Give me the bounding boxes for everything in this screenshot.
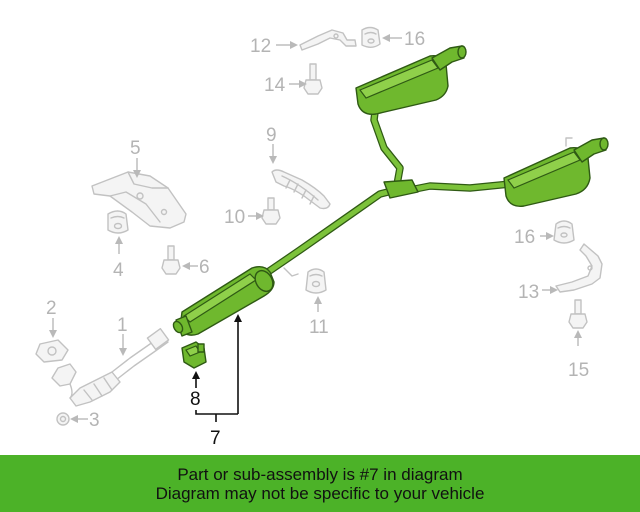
arrow-1 xyxy=(119,348,127,356)
callout-14[interactable]: 14 xyxy=(264,75,286,96)
part-9-heat-shield[interactable] xyxy=(271,169,331,210)
part-10-bolt[interactable] xyxy=(261,197,281,225)
part-2-gasket[interactable] xyxy=(35,339,69,363)
arrow-2 xyxy=(49,330,57,338)
arrow-3 xyxy=(70,415,78,423)
bracket-7 xyxy=(195,410,238,415)
arrow-6 xyxy=(182,262,190,270)
part-15-bolt[interactable] xyxy=(568,299,588,329)
callout-10[interactable]: 10 xyxy=(224,207,245,228)
arrow-4 xyxy=(115,236,123,244)
part-5-crossmember-bracket[interactable] xyxy=(91,171,187,229)
part-16-isolator-top[interactable] xyxy=(361,26,381,48)
callout-8[interactable]: 8 xyxy=(190,389,201,410)
arrow-16-right xyxy=(546,232,554,240)
part-13-hanger-bracket[interactable] xyxy=(555,243,603,293)
arrow-10 xyxy=(256,212,264,220)
arrow-16-top xyxy=(382,34,390,42)
callout-16-top[interactable]: 16 xyxy=(404,29,425,50)
part-16-isolator-right[interactable] xyxy=(553,220,575,244)
part-12-hanger-bracket[interactable] xyxy=(299,29,357,51)
part-4-isolator[interactable] xyxy=(107,210,129,234)
callout-2[interactable]: 2 xyxy=(46,298,57,319)
arrow-11 xyxy=(314,296,322,304)
arrow-12 xyxy=(290,41,298,49)
part-6-bolt[interactable] xyxy=(161,245,181,275)
arrow-15 xyxy=(574,330,582,338)
callout-16-right[interactable]: 16 xyxy=(514,227,535,248)
arrow-9 xyxy=(269,156,277,164)
arrow-14 xyxy=(299,80,307,88)
callout-1[interactable]: 1 xyxy=(117,315,128,336)
banner-line-1: Part or sub-assembly is #7 in diagram xyxy=(177,464,463,484)
callout-5[interactable]: 5 xyxy=(130,138,141,159)
callout-3[interactable]: 3 xyxy=(89,410,100,431)
arrow-13 xyxy=(550,286,558,294)
arrow-5 xyxy=(133,170,141,178)
exhaust-system-diagram: 12 16 14 5 4 6 xyxy=(35,26,609,449)
banner-line-2: Diagram may not be specific to your vehi… xyxy=(155,483,485,503)
callout-7[interactable]: 7 xyxy=(210,428,221,449)
callout-11[interactable]: 11 xyxy=(309,317,329,338)
arrow-8 xyxy=(192,371,200,379)
callout-6[interactable]: 6 xyxy=(199,257,210,278)
part-8-clamp[interactable] xyxy=(181,341,207,369)
callout-12[interactable]: 12 xyxy=(250,36,271,57)
part-3-gasket-ring[interactable] xyxy=(56,412,70,426)
part-7-exhaust-assembly[interactable] xyxy=(172,45,609,337)
part-14-bolt[interactable] xyxy=(303,63,323,95)
part-1-front-pipe-converter[interactable] xyxy=(51,327,170,407)
arrow-7 xyxy=(234,314,242,322)
part-11-isolator[interactable] xyxy=(305,268,327,294)
callout-15[interactable]: 15 xyxy=(568,360,589,381)
callout-4[interactable]: 4 xyxy=(113,260,124,281)
info-banner: Part or sub-assembly is #7 in diagram Di… xyxy=(0,455,640,512)
callout-9[interactable]: 9 xyxy=(266,125,277,146)
callout-13[interactable]: 13 xyxy=(518,282,539,303)
